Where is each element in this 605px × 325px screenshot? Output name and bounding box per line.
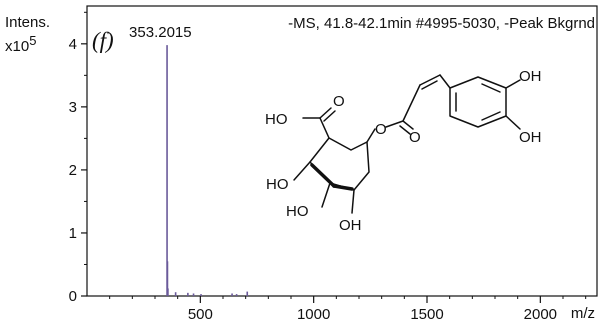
benzene-ring [449, 76, 507, 128]
x-axis: 500 1000 1500 2000 [109, 296, 587, 323]
bond-oxygen-ring [366, 128, 376, 143]
x-tick-label: 1500 [410, 306, 443, 323]
bond-alkene-double [421, 80, 438, 90]
bond-carbonyl-double [399, 125, 411, 135]
chart-title: -MS, 41.8-42.1min #4995-5030, -Peak Bkgr… [288, 15, 595, 32]
y-axis-scale: x105 [5, 33, 36, 55]
bond-oh-right [505, 115, 521, 130]
label-o-acid: O [333, 93, 345, 110]
bond-ring-oh-bottom-right [351, 189, 355, 214]
bond-alkene [419, 74, 441, 86]
peak-series [166, 45, 249, 296]
bond-cooh-double [323, 110, 336, 122]
label-oh-right: OH [519, 129, 542, 146]
plot-frame [86, 5, 598, 297]
x-tick-label: 500 [188, 306, 213, 323]
label-oh-top: OH [519, 68, 542, 85]
x-tick-label: 1000 [297, 306, 330, 323]
peak-annotations: 353.2015 [129, 24, 192, 41]
y-axis: 0 1 2 3 4 [69, 11, 87, 305]
chemical-structure [293, 74, 521, 214]
benzene-inner-bond [481, 83, 501, 93]
label-o-ester-link: O [375, 121, 387, 138]
y-axis-label: Intens. [5, 14, 50, 31]
label-ho-ring-left: HO [266, 176, 289, 193]
label-ho-ring-bottom: HO [286, 203, 309, 220]
bond-cooh-double [319, 107, 332, 119]
y-tick-label: 2 [69, 162, 77, 179]
bond-ring-oh-bottom [321, 182, 331, 208]
bond-ring-oh-left [293, 161, 311, 181]
bond-ring-cooh [319, 117, 330, 139]
bond-carbonyl [402, 120, 414, 130]
bond-ester-oxygen [385, 120, 404, 128]
bond-ring-vinyl [439, 74, 451, 89]
label-o-ester-carbonyl: O [409, 129, 421, 146]
benzene-inner-bond [481, 111, 501, 121]
bond-vinyl-carbonyl [402, 84, 421, 122]
label-oh-ring-bottom: OH [339, 217, 362, 234]
x-tick-label: 2000 [524, 306, 557, 323]
peak-label: 353.2015 [129, 24, 192, 41]
panel-label: (f) [92, 28, 114, 53]
x-axis-label: m/z [571, 305, 595, 322]
cyclohexane-ring [309, 137, 370, 191]
y-tick-label: 1 [69, 225, 77, 242]
bond-oh-top [505, 79, 521, 89]
label-ho-acid: HO [265, 111, 288, 128]
ring-wedge [332, 184, 354, 191]
y-tick-label: 0 [69, 288, 77, 305]
y-tick-label: 4 [69, 36, 77, 53]
y-tick-label: 3 [69, 99, 77, 116]
